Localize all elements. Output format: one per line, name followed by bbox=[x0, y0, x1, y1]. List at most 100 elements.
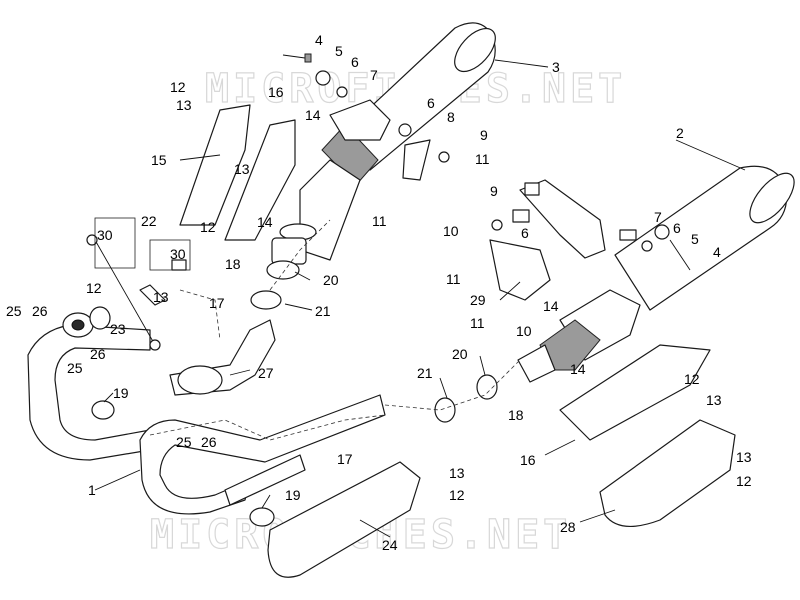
callout-12-a: 12 bbox=[170, 79, 186, 95]
exhaust-header-part-1 bbox=[27, 324, 386, 515]
callout-labels: 1 2 3 4 4 5 5 6 6 6 6 7 7 8 9 9 10 10 11… bbox=[6, 32, 752, 553]
nut-part-9-right bbox=[491, 219, 503, 231]
callout-11-d: 11 bbox=[470, 315, 485, 331]
flange-hole bbox=[71, 319, 85, 331]
callout-11-c: 11 bbox=[446, 271, 461, 287]
bracket-part-8 bbox=[402, 139, 431, 181]
oxygen-sensor-part-22 bbox=[86, 234, 187, 351]
callout-20-upper: 20 bbox=[323, 272, 339, 288]
callout-30-a: 30 bbox=[97, 227, 113, 243]
washer-part-6 bbox=[398, 123, 412, 137]
callout-10-b: 10 bbox=[516, 323, 532, 339]
assembly-line-4 bbox=[179, 289, 221, 341]
heat-shield-part-15 bbox=[179, 104, 251, 226]
callout-9-b: 9 bbox=[490, 183, 498, 199]
callout-21-upper: 21 bbox=[315, 303, 331, 319]
callout-12-d: 12 bbox=[684, 371, 700, 387]
callout-26-b: 26 bbox=[90, 346, 106, 362]
mounting-plate-part-29 bbox=[489, 239, 551, 301]
callout-6-a: 6 bbox=[351, 54, 359, 70]
callout-13-f: 13 bbox=[736, 449, 752, 465]
bracket-right-part-7 bbox=[512, 179, 637, 259]
sleeve-part-20-right bbox=[476, 374, 498, 400]
callout-24: 24 bbox=[382, 537, 398, 553]
callout-9-a: 9 bbox=[480, 127, 488, 143]
callout-23: 23 bbox=[110, 321, 126, 337]
callout-25-b: 25 bbox=[67, 360, 83, 376]
callout-2: 2 bbox=[676, 125, 684, 141]
callout-5-right: 5 bbox=[691, 231, 699, 247]
callout-7-upper: 7 bbox=[370, 67, 378, 83]
callout-12-c: 12 bbox=[86, 280, 102, 296]
callout-4-upper: 4 bbox=[315, 32, 323, 48]
callout-5-upper: 5 bbox=[335, 43, 343, 59]
heat-shield-part-16-lower bbox=[559, 344, 711, 441]
callout-7-right: 7 bbox=[654, 209, 662, 225]
callout-3: 3 bbox=[552, 59, 560, 75]
callout-4-right: 4 bbox=[713, 244, 721, 260]
callout-26-a: 26 bbox=[32, 303, 48, 319]
callout-22: 22 bbox=[141, 213, 157, 229]
heat-shield-part-24 bbox=[267, 461, 421, 578]
leader-lines bbox=[94, 59, 746, 538]
callout-29: 29 bbox=[470, 292, 486, 308]
bolt-part-4-upper bbox=[282, 53, 348, 98]
callout-17-lower: 17 bbox=[337, 451, 353, 467]
callout-13-a: 13 bbox=[176, 97, 192, 113]
nut-part-9 bbox=[438, 151, 450, 163]
collector-part-27 bbox=[169, 319, 276, 396]
assembly-line-1 bbox=[149, 414, 386, 441]
callout-6-c: 6 bbox=[521, 225, 529, 241]
assembly-line-3 bbox=[269, 219, 331, 291]
bolt-part-4-right bbox=[641, 224, 691, 271]
callout-15: 15 bbox=[151, 152, 167, 168]
callout-11-a: 11 bbox=[475, 151, 490, 167]
callout-18-upper: 18 bbox=[225, 256, 241, 272]
clamp-part-19-left bbox=[91, 400, 115, 420]
callout-28: 28 bbox=[560, 519, 576, 535]
gasket bbox=[89, 306, 111, 330]
heat-shield-part-28 bbox=[599, 419, 736, 527]
callout-14-a: 14 bbox=[305, 107, 321, 123]
callout-25-a: 25 bbox=[6, 303, 22, 319]
callout-box-22 bbox=[149, 239, 191, 271]
callout-14-d: 14 bbox=[570, 361, 586, 377]
callout-6-d: 6 bbox=[673, 220, 681, 236]
heat-shield-part-16-upper bbox=[224, 119, 296, 241]
callout-21-right: 21 bbox=[417, 365, 433, 381]
callout-12-f: 12 bbox=[736, 473, 752, 489]
callout-13-d: 13 bbox=[706, 392, 722, 408]
callout-box-30 bbox=[94, 217, 136, 269]
clamp-part-21 bbox=[250, 290, 282, 310]
callout-13-b: 13 bbox=[234, 161, 250, 177]
callout-25-c: 25 bbox=[176, 434, 192, 450]
callout-18-lower: 18 bbox=[508, 407, 524, 423]
callout-16-lower: 16 bbox=[520, 452, 536, 468]
callout-14-b: 14 bbox=[257, 214, 273, 230]
callout-12-e: 12 bbox=[449, 487, 465, 503]
callout-19-left: 19 bbox=[113, 385, 129, 401]
assembly-line-2 bbox=[384, 359, 521, 411]
callout-17-upper: 17 bbox=[209, 295, 225, 311]
sleeve-part-21-right bbox=[434, 397, 456, 423]
callout-13-c: 13 bbox=[153, 289, 169, 305]
callout-30-b: 30 bbox=[170, 246, 186, 262]
callout-1: 1 bbox=[88, 482, 96, 498]
callout-6-b: 6 bbox=[427, 95, 435, 111]
callout-10-a: 10 bbox=[443, 223, 459, 239]
callout-8: 8 bbox=[447, 109, 455, 125]
silencer-right-part-2 bbox=[517, 165, 795, 383]
callout-12-b: 12 bbox=[200, 219, 216, 235]
callout-26-c: 26 bbox=[201, 434, 217, 450]
callout-13-e: 13 bbox=[449, 465, 465, 481]
callout-20-right: 20 bbox=[452, 346, 468, 362]
callout-14-c: 14 bbox=[543, 298, 559, 314]
sleeve-part-20 bbox=[266, 260, 300, 280]
callout-16-upper: 16 bbox=[268, 84, 284, 100]
callout-19-bottom: 19 bbox=[285, 487, 301, 503]
clamp-part-19-bottom bbox=[249, 507, 275, 527]
callout-11-b: 11 bbox=[372, 213, 387, 229]
callout-27: 27 bbox=[258, 365, 274, 381]
